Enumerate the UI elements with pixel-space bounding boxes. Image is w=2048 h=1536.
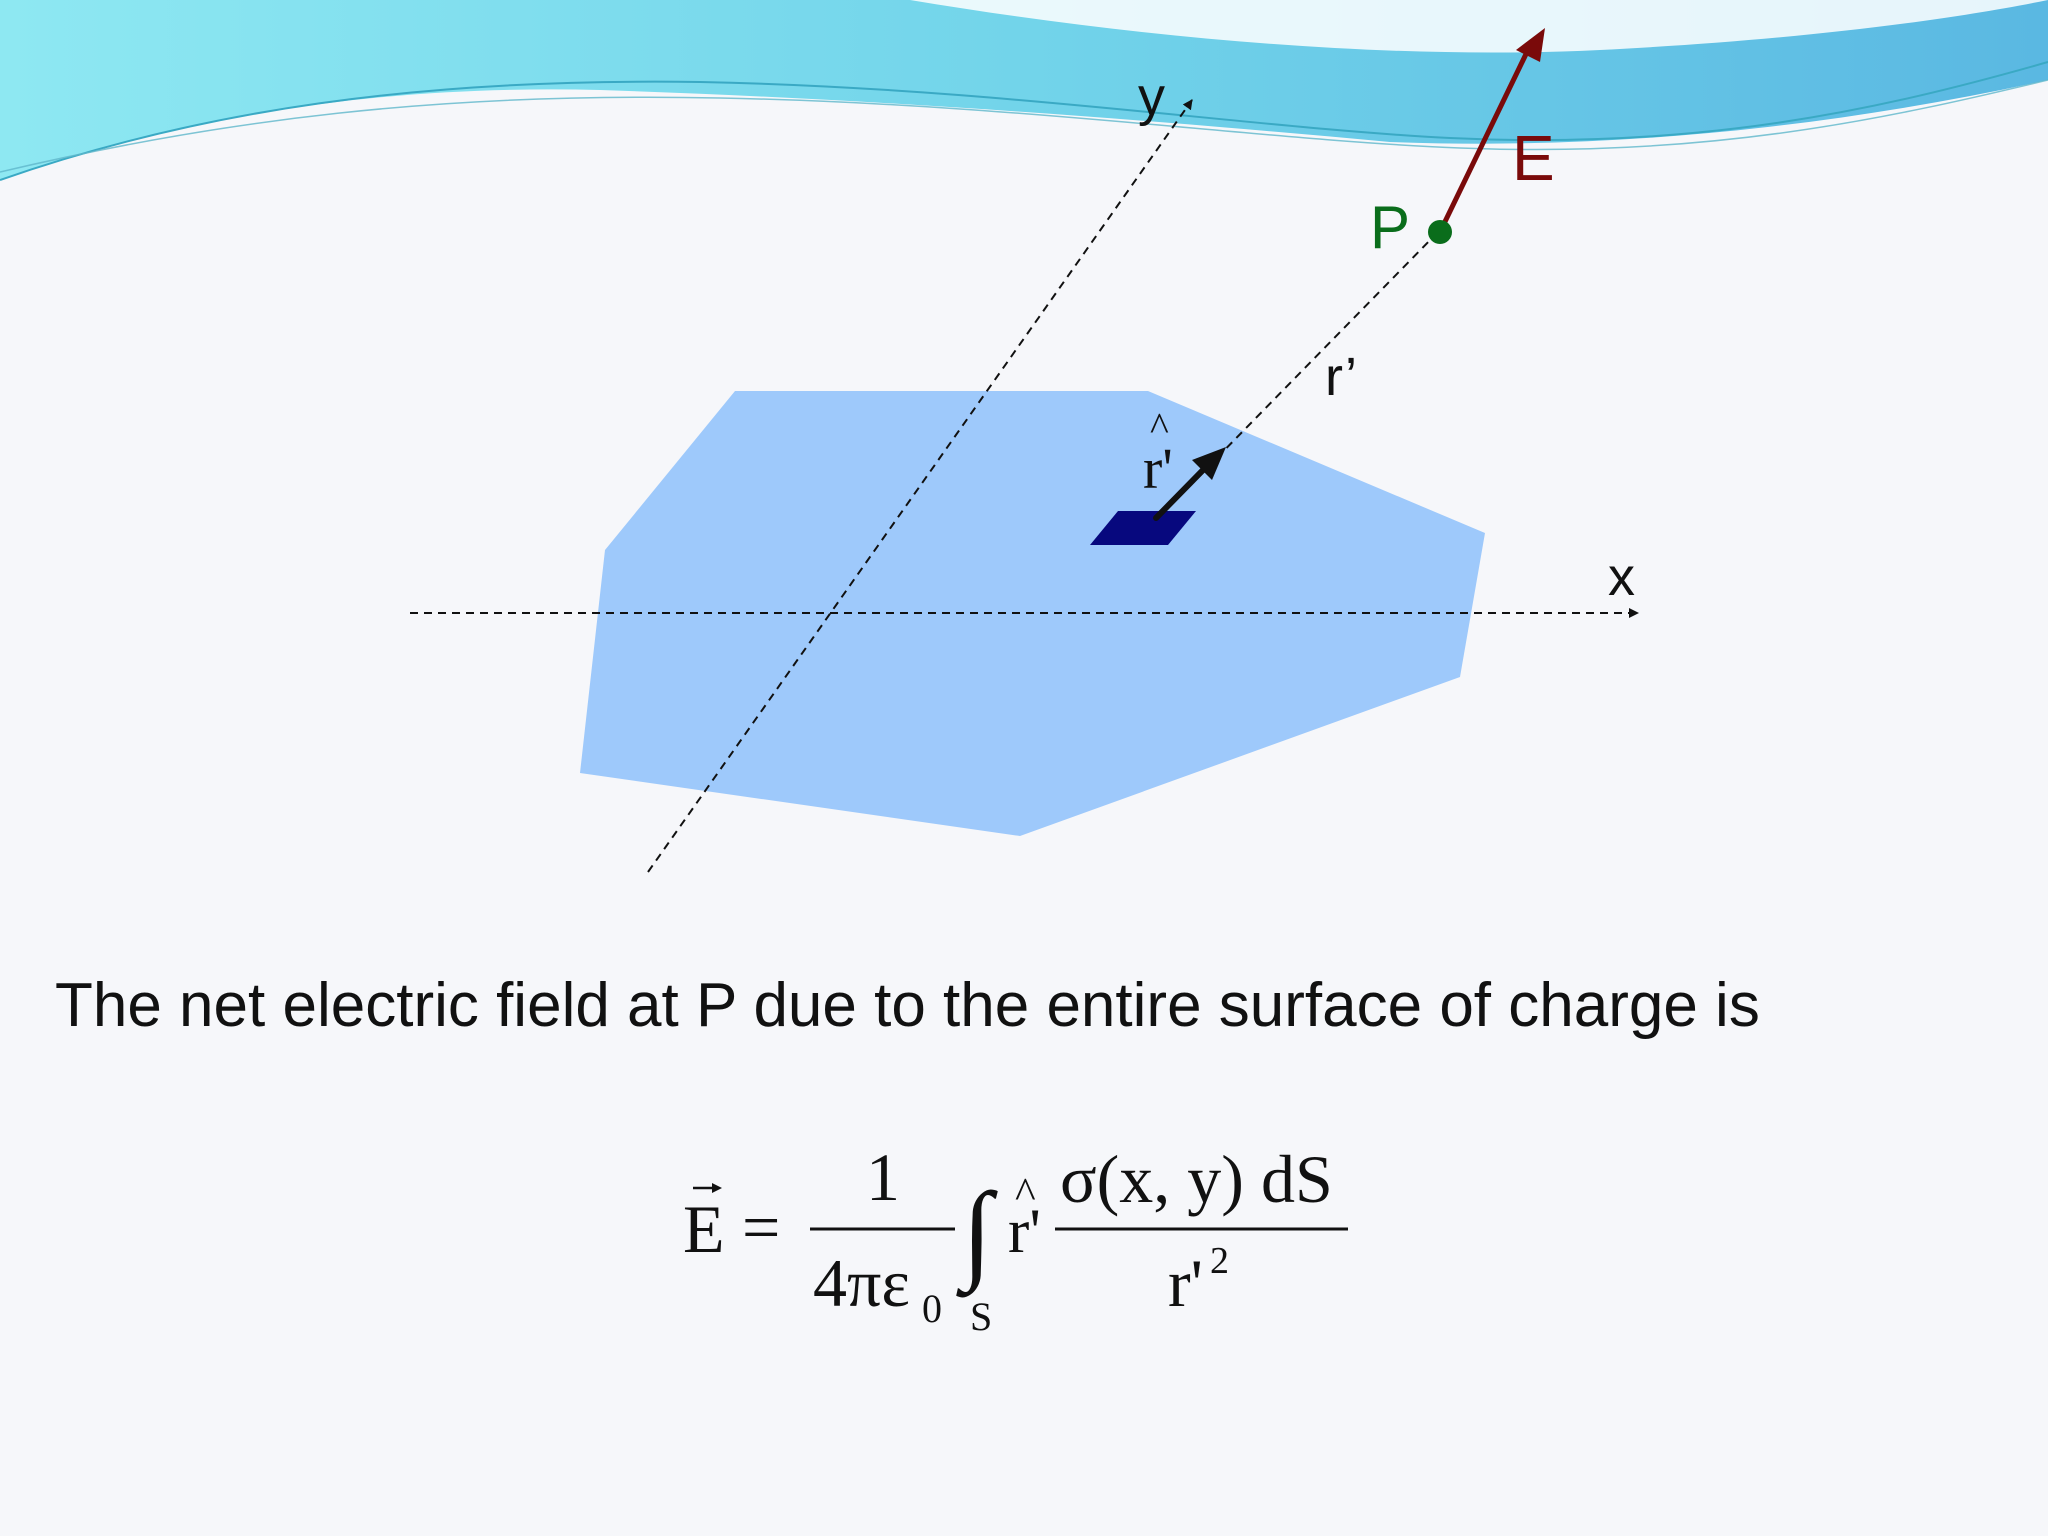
y-axis-label: y bbox=[1138, 67, 1165, 127]
integrand-numerator: σ(x, y) dS bbox=[1060, 1141, 1333, 1217]
field-arrow bbox=[1437, 28, 1545, 234]
equation-denominator: 4πε bbox=[813, 1245, 910, 1321]
point-p-marker bbox=[1428, 220, 1452, 244]
unit-vector-hat: ^ bbox=[1150, 404, 1169, 449]
integrand-denominator: r' bbox=[1168, 1245, 1203, 1321]
equation-lhs: E bbox=[683, 1191, 725, 1267]
surface-element-patch bbox=[1090, 511, 1196, 545]
distance-line bbox=[1157, 231, 1439, 519]
y-axis bbox=[647, 99, 1193, 873]
vector-arrow-icon bbox=[693, 1183, 722, 1193]
equation-equals: = bbox=[742, 1189, 780, 1265]
header-wave bbox=[0, 0, 2048, 181]
unit-vector-label: r' bbox=[1143, 436, 1173, 501]
field-label: E bbox=[1512, 122, 1555, 194]
caption-text: The net electric field at P due to the e… bbox=[55, 971, 1760, 1040]
equation: E = 1 4πε 0 ∫ S r' ^ σ(x, y) dS r' 2 bbox=[683, 1139, 1348, 1339]
integral-subscript: S bbox=[970, 1294, 992, 1339]
unit-vector-arrow bbox=[1153, 447, 1226, 521]
equation-unit-vector-hat: ^ bbox=[1015, 1169, 1036, 1218]
integral-sign: ∫ bbox=[956, 1170, 998, 1298]
equation-denominator-subscript: 0 bbox=[922, 1286, 942, 1331]
distance-label: r’ bbox=[1325, 347, 1357, 407]
x-axis-label: x bbox=[1608, 547, 1635, 607]
equation-numerator: 1 bbox=[866, 1139, 900, 1215]
point-label: P bbox=[1370, 194, 1410, 261]
equation-unit-vector: r' bbox=[1008, 1195, 1041, 1266]
integrand-denominator-exponent: 2 bbox=[1210, 1240, 1229, 1282]
